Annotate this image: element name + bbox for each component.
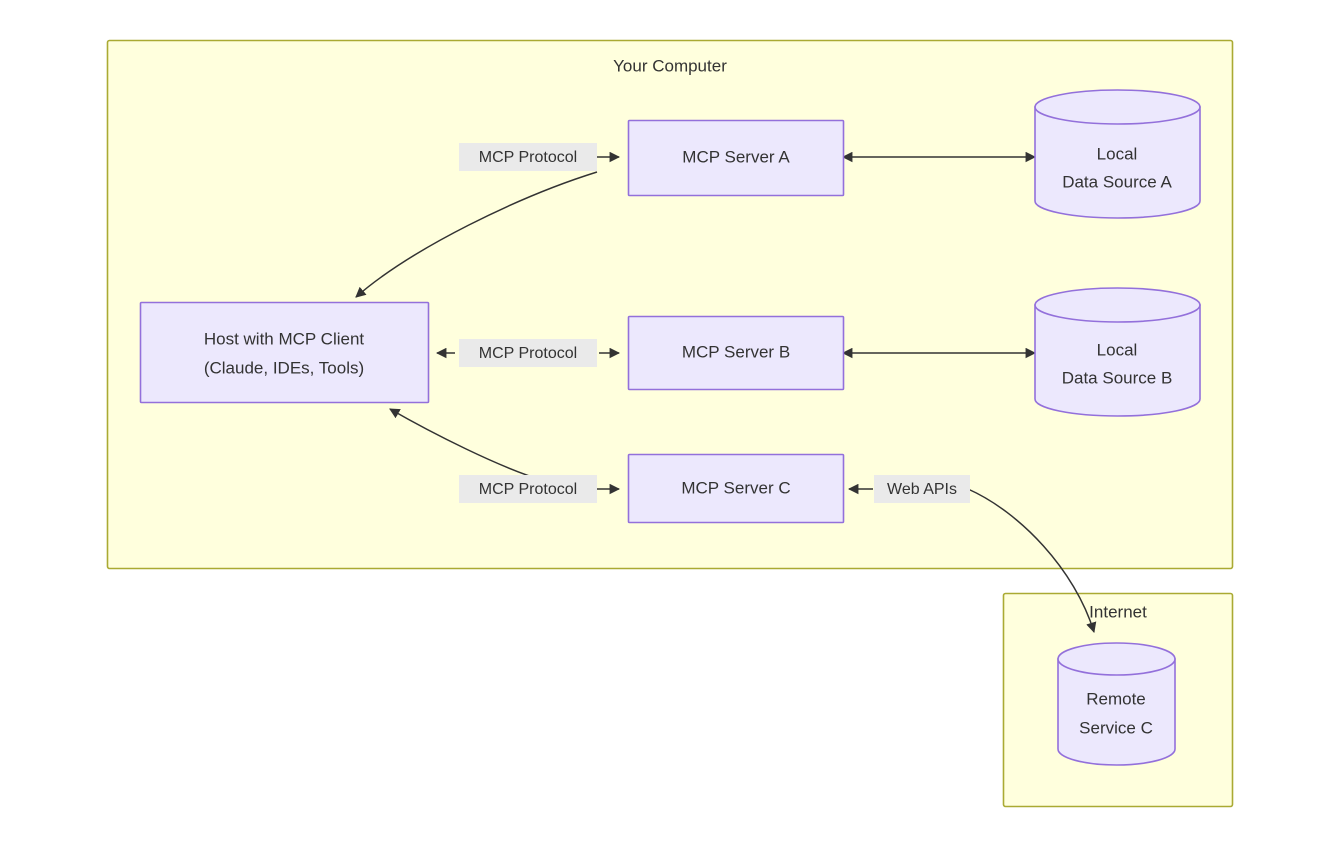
edge-label-host-server-a: MCP Protocol — [459, 143, 597, 171]
edge-label-host-server-b: MCP Protocol — [459, 339, 597, 367]
data-source-b-label-line-2: Data Source B — [1062, 368, 1173, 387]
internet-label: Internet — [1089, 602, 1147, 621]
edge-server-c-remote — [847, 483, 1097, 634]
node-data-source-b[interactable]: Local Data Source B — [1034, 287, 1201, 417]
remote-service-c-top — [1057, 642, 1176, 676]
edge-label-host-server-c-text: MCP Protocol — [479, 481, 577, 498]
container-your-computer: Your Computer — [106, 39, 1234, 570]
server-a-box[interactable] — [627, 119, 845, 197]
host-label-line-2: (Claude, IDEs, Tools) — [204, 358, 364, 377]
host-box[interactable] — [139, 301, 430, 404]
data-source-b-label-line-1: Local — [1097, 340, 1138, 359]
edge-label-web-apis-bg — [874, 475, 970, 503]
your-computer-label: Your Computer — [613, 56, 727, 75]
server-b-box[interactable] — [627, 315, 845, 391]
server-c-label: MCP Server C — [681, 478, 790, 497]
remote-service-c-label-line-2: Service C — [1079, 718, 1153, 737]
edge-label-host-server-c: MCP Protocol — [459, 475, 597, 503]
edge-label-host-server-a-bg — [459, 143, 597, 171]
data-source-a-body[interactable] — [1034, 106, 1201, 219]
node-data-source-a[interactable]: Local Data Source A — [1034, 89, 1201, 219]
edge-host-server-a-curve — [355, 171, 598, 298]
data-source-b-top — [1034, 287, 1201, 323]
server-a-label: MCP Server A — [682, 147, 790, 166]
edge-host-server-a — [355, 151, 621, 298]
node-server-b[interactable]: MCP Server B — [627, 315, 845, 391]
node-remote-service-c[interactable]: Remote Service C — [1057, 642, 1176, 766]
node-host[interactable]: Host with MCP Client (Claude, IDEs, Tool… — [139, 301, 430, 404]
edge-label-web-apis-text: Web APIs — [887, 481, 957, 498]
edge-web-apis-curve — [967, 488, 1097, 634]
server-b-label: MCP Server B — [682, 342, 790, 361]
data-source-a-top — [1034, 89, 1201, 125]
remote-service-c-label-line-1: Remote — [1086, 689, 1146, 708]
data-source-a-label-line-2: Data Source A — [1062, 172, 1172, 191]
data-source-b-body[interactable] — [1034, 304, 1201, 417]
edge-label-web-apis: Web APIs — [874, 475, 970, 503]
edge-label-host-server-c-bg — [459, 475, 597, 503]
node-server-c[interactable]: MCP Server C — [627, 453, 845, 524]
node-server-a[interactable]: MCP Server A — [627, 119, 845, 197]
data-source-a-label-line-1: Local — [1097, 144, 1138, 163]
edge-label-host-server-b-text: MCP Protocol — [479, 345, 577, 362]
remote-service-c-body[interactable] — [1057, 658, 1176, 766]
your-computer-boundary — [106, 39, 1234, 570]
edge-label-host-server-a-text: MCP Protocol — [479, 149, 577, 166]
edge-label-host-server-b-bg — [459, 339, 597, 367]
server-c-box[interactable] — [627, 453, 845, 524]
host-label-line-1: Host with MCP Client — [204, 329, 365, 348]
